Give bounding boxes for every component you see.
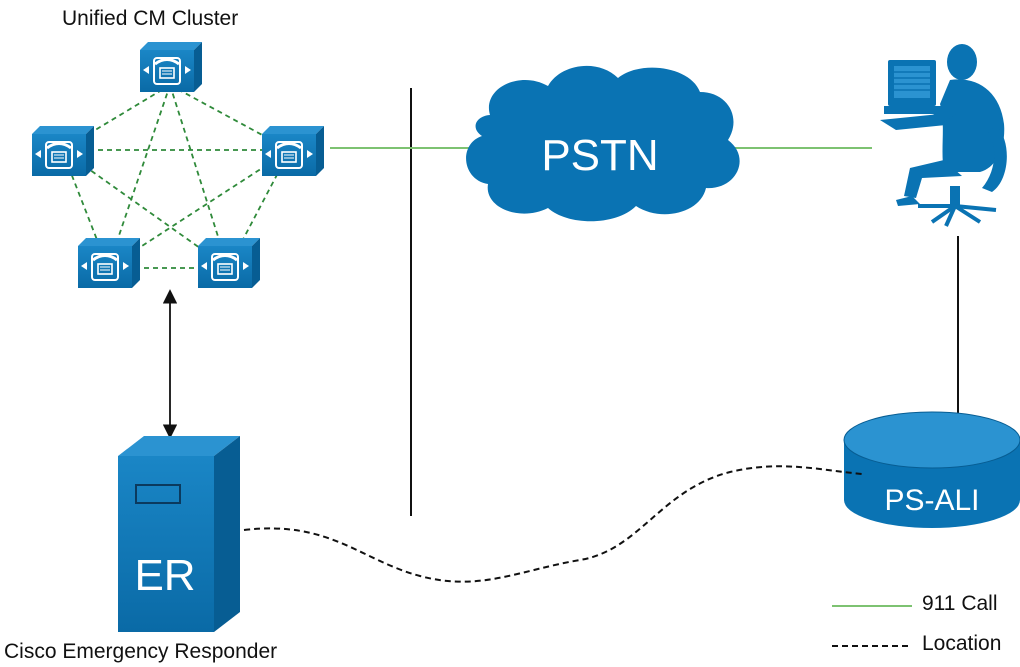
er-label: ER bbox=[134, 551, 195, 600]
call-manager-icon bbox=[30, 124, 96, 178]
er-caption: Cisco Emergency Responder bbox=[4, 640, 278, 663]
server-tower-icon: ER bbox=[118, 436, 240, 632]
database-cylinder-icon: PS-ALI bbox=[843, 411, 1020, 528]
operator-at-workstation-icon bbox=[880, 44, 1007, 227]
call-manager-icon bbox=[138, 40, 204, 94]
call-manager-icon bbox=[196, 236, 262, 290]
cloud-icon: PSTN bbox=[466, 65, 740, 222]
call-manager-icon bbox=[76, 236, 142, 290]
cluster-title: Unified CM Cluster bbox=[62, 7, 239, 30]
pstn-label: PSTN bbox=[541, 131, 658, 180]
legend-location-label: Location bbox=[922, 632, 1002, 655]
ps-ali-label: PS-ALI bbox=[884, 484, 979, 517]
legend-911-label: 911 Call bbox=[922, 592, 998, 615]
location-path bbox=[243, 465, 863, 583]
call-manager-icon bbox=[260, 124, 326, 178]
